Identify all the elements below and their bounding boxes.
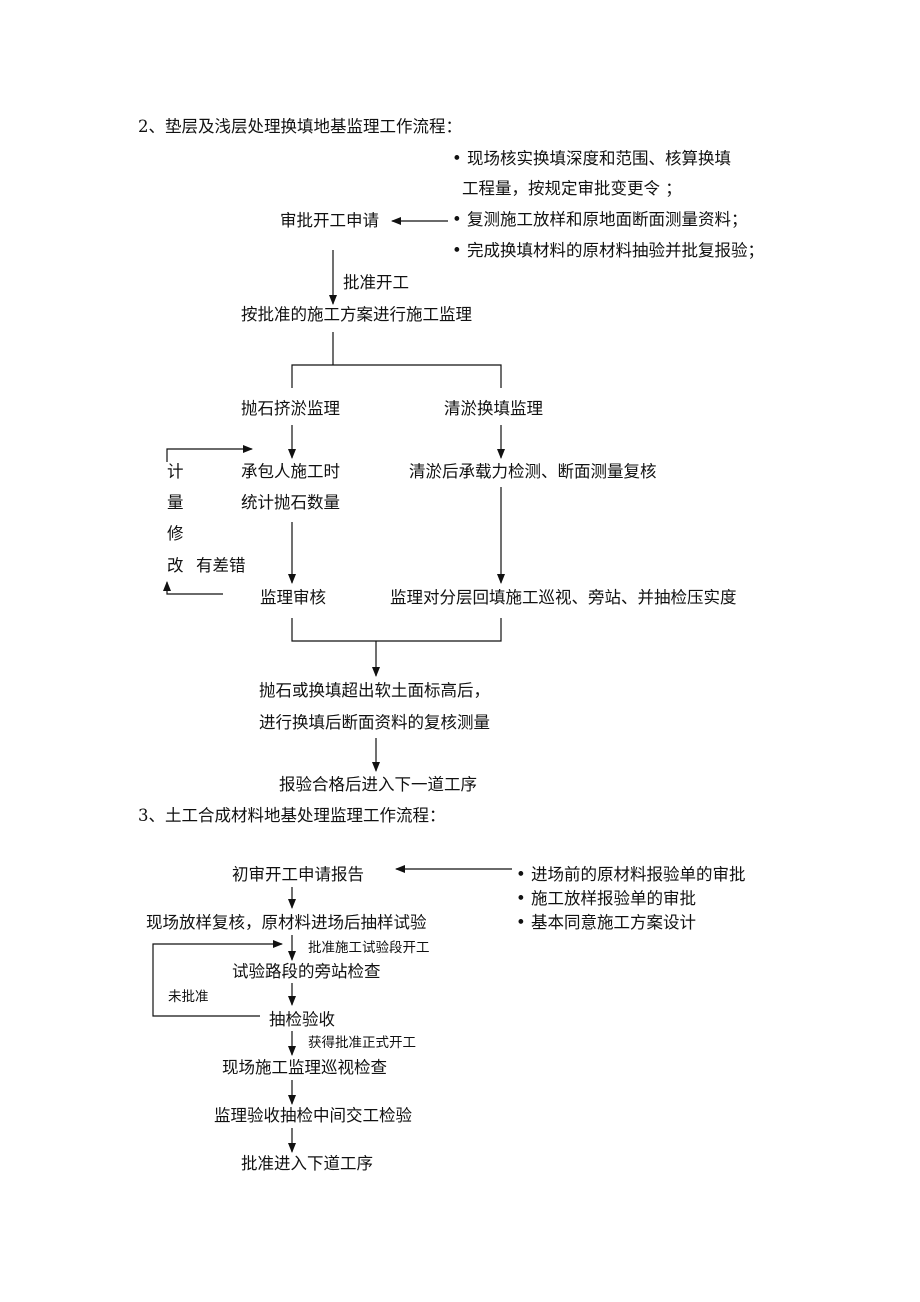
arrow-fix-loop-top bbox=[166, 445, 253, 462]
section2-heading: 2、垫层及浅层处理换填地基监理工作流程： bbox=[138, 117, 462, 136]
section2-note-3: • 完成换填材料的原材料抽验并批复报验； bbox=[452, 241, 764, 260]
supervise-by-plan: 按批准的施工方案进行施工监理 bbox=[241, 305, 472, 324]
section2-note-2: • 复测施工放样和原地面断面测量资料； bbox=[452, 210, 748, 229]
over-elevation-line-2: 进行换填后断面资料的复核测量 bbox=[259, 713, 490, 732]
contractor-stats-line-1: 承包人施工时 bbox=[241, 462, 340, 481]
contractor-stats-line-2: 统计抛石数量 bbox=[241, 493, 340, 512]
sampling-acceptance: 抽检验收 bbox=[269, 1010, 335, 1029]
branch-left-label: 抛石挤淤监理 bbox=[241, 399, 340, 418]
branch-right-label: 清淤换填监理 bbox=[444, 399, 543, 418]
site-patrol: 现场施工监理巡视检查 bbox=[222, 1058, 387, 1077]
section3-heading: 3、土工合成材料地基处理监理工作流程： bbox=[138, 806, 446, 825]
approve-start-label: 批准开工 bbox=[343, 273, 409, 292]
calc-fix-char-2: 量 bbox=[167, 493, 184, 512]
approve-start-application: 审批开工申请 bbox=[280, 211, 379, 230]
after-dredge-check: 清淤后承载力检测、断面测量复核 bbox=[409, 462, 657, 481]
arrow-review-to-fix bbox=[163, 581, 223, 595]
trial-section: 试验路段的旁站检查 bbox=[232, 962, 381, 981]
layer-backfill-check: 监理对分层回填施工巡视、旁站、并抽检压实度 bbox=[390, 588, 737, 607]
approve-next: 批准进入下道工序 bbox=[241, 1154, 373, 1173]
has-error-label: 有差错 bbox=[196, 556, 246, 575]
calc-fix-char-3: 修 bbox=[167, 524, 184, 543]
branch-bracket bbox=[291, 364, 502, 388]
calc-fix-char-1: 计 bbox=[167, 462, 184, 481]
layout-recheck: 现场放样复核，原材料进场后抽样试验 bbox=[146, 913, 427, 932]
over-elevation-line-1: 抛石或换填超出软土面标高后， bbox=[259, 681, 490, 700]
arrow-not-approved-loop bbox=[152, 940, 283, 1017]
next-process: 报验合格后进入下一道工序 bbox=[279, 775, 477, 794]
merge-bracket bbox=[291, 618, 502, 642]
intermediate-handover: 监理验收抽检中间交工检验 bbox=[214, 1106, 412, 1125]
section3-note-2: • 施工放样报验单的审批 bbox=[516, 889, 696, 908]
initial-review: 初审开工申请报告 bbox=[232, 865, 364, 884]
section3-note-1: • 进场前的原材料报验单的审批 bbox=[516, 865, 746, 884]
section2-note-1-cont: 工程量，按规定审批变更令 ； bbox=[462, 179, 682, 198]
section3-note-3: • 基本同意施工方案设计 bbox=[516, 913, 696, 932]
not-approved-label: 未批准 bbox=[168, 989, 209, 1005]
formal-start-label: 获得批准正式开工 bbox=[308, 1035, 416, 1051]
supervisor-review: 监理审核 bbox=[260, 588, 326, 607]
calc-fix-char-4: 改 bbox=[167, 556, 184, 575]
section2-note-1: • 现场核实换填深度和范围、核算换填 bbox=[452, 149, 731, 168]
approve-trial-label: 批准施工试验段开工 bbox=[308, 940, 430, 956]
